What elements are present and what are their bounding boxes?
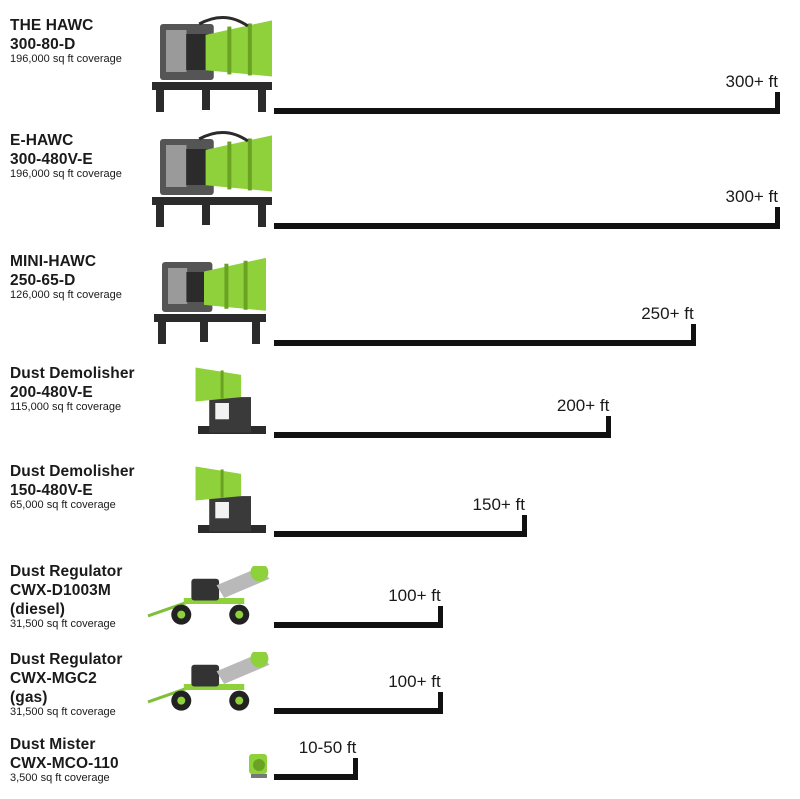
range-bar [274, 774, 359, 780]
range-value-label: 150+ ft [472, 495, 525, 514]
coverage-label: 196,000 sq ft coverage [10, 53, 122, 65]
range-bar-end-tick [775, 207, 780, 229]
coverage-label: 3,500 sq ft coverage [10, 772, 110, 784]
coverage-label: 31,500 sq ft coverage [10, 706, 116, 718]
range-value-label: 10-50 ft [298, 738, 357, 757]
product-name-label: Dust Demolisher 150-480V-E [10, 463, 135, 499]
range-bar-end-tick [690, 324, 696, 346]
range-value-label: 300+ ft [725, 187, 778, 206]
product-name-label: Dust Demolisher 200-480V-E [10, 365, 135, 401]
product-name-label: Dust Regulator CWX-MGC2 (gas) [10, 651, 123, 706]
range-value-label: 200+ ft [556, 396, 610, 415]
wheeled-cart-cannon-icon [146, 649, 272, 721]
range-bar-end-tick [775, 92, 780, 114]
range-bar-end-tick [353, 758, 359, 780]
coverage-label: 31,500 sq ft coverage [10, 618, 116, 630]
mid-fan-cannon-icon [150, 250, 270, 353]
range-bar-end-tick [437, 606, 443, 628]
product-name-label: Dust Regulator CWX-D1003M (diesel) [10, 563, 123, 618]
product-name-label: MINI-HAWC 250-65-D [10, 253, 97, 289]
large-fan-cannon-icon [148, 127, 276, 236]
range-bar [274, 340, 696, 346]
range-bar-end-tick [437, 692, 443, 714]
product-name-label: THE HAWC 300-80-D [10, 17, 94, 53]
range-bar [274, 531, 527, 537]
range-value-label: 100+ ft [388, 586, 441, 605]
coverage-label: 65,000 sq ft coverage [10, 499, 116, 511]
range-bar [274, 108, 780, 114]
product-name-label: Dust Mister CWX-MCO-110 [10, 736, 119, 772]
coverage-label: 196,000 sq ft coverage [10, 168, 122, 180]
range-bar-end-tick [606, 416, 612, 438]
range-bar [274, 223, 780, 229]
large-fan-cannon-icon [148, 12, 276, 121]
coverage-label: 126,000 sq ft coverage [10, 289, 122, 301]
range-value-label: 250+ ft [641, 304, 694, 323]
range-bar-end-tick [522, 515, 527, 537]
small-mister-icon [247, 752, 271, 787]
tower-fan-cannon-icon [194, 366, 270, 445]
wheeled-cart-cannon-icon [146, 563, 272, 635]
range-bar [274, 708, 443, 714]
range-value-label: 300+ ft [725, 72, 778, 91]
product-name-label: E-HAWC 300-480V-E [10, 132, 93, 168]
range-bar [274, 432, 612, 438]
coverage-label: 115,000 sq ft coverage [10, 401, 122, 413]
range-value-label: 100+ ft [388, 672, 441, 691]
tower-fan-cannon-icon [194, 465, 270, 544]
range-bar [274, 622, 443, 628]
